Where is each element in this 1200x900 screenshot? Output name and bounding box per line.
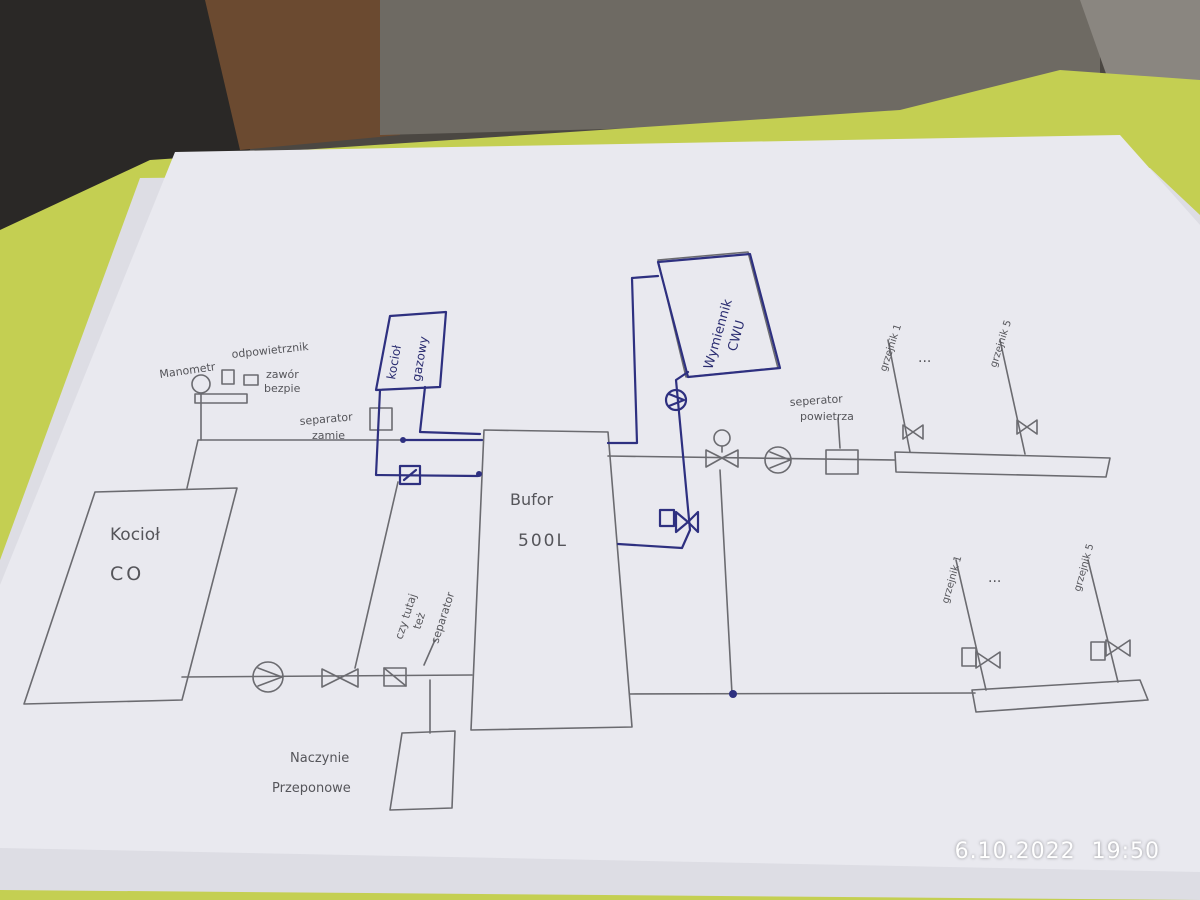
label-dots-bottom: ... <box>988 570 1001 586</box>
dhw-pump-icon <box>664 388 688 412</box>
expansion-vessel <box>389 730 456 811</box>
dhw-valve-icon <box>686 510 700 534</box>
main-supply-pipe <box>607 455 896 461</box>
pump-icon <box>764 446 792 474</box>
pointer-arrow <box>423 639 436 666</box>
pump-arrow <box>769 451 791 469</box>
dhw-return-pipe <box>616 370 692 550</box>
pump-arrow <box>257 667 283 687</box>
actuator-icon <box>1090 641 1106 661</box>
label-separator-1: separator <box>299 410 353 428</box>
bypass-line <box>354 481 399 669</box>
pointer-arrow <box>837 417 841 449</box>
dhw-valve-icon <box>674 510 690 534</box>
check-valve-icon <box>398 464 422 486</box>
boiler-box <box>23 487 238 705</box>
radiator-pipe-5-lower <box>1087 559 1119 683</box>
radiator-pipe-1-lower <box>955 559 987 691</box>
dhw-exchanger-box <box>656 252 782 379</box>
valve-icon <box>321 668 341 688</box>
label-note-2: też <box>410 611 428 631</box>
valve-icon <box>339 668 359 688</box>
label-vessel-2: Przeponowe <box>272 781 351 796</box>
dhw-actuator-icon <box>658 508 676 528</box>
dark-fabric <box>0 0 260 230</box>
manifold-bar <box>194 393 248 404</box>
dhw-pump-arrow <box>667 392 686 408</box>
actuator-icon <box>961 647 977 667</box>
wall-right <box>1080 0 1200 85</box>
label-buffer-2: 500L <box>518 531 568 551</box>
label-boiler-1: Kocioł <box>110 525 160 545</box>
junction-dot <box>476 471 482 477</box>
valve-icon <box>1105 639 1119 657</box>
junction-dot <box>729 690 737 698</box>
gas-boiler-return <box>374 388 480 478</box>
air-separator-box <box>825 449 859 475</box>
radiator-pipe-1 <box>887 339 911 453</box>
label-dots-top: ... <box>918 350 931 366</box>
lower-manifold <box>971 679 1149 713</box>
label-zawor-2: bezpie <box>264 382 301 395</box>
label-vessel-1: Naczynie <box>290 751 349 766</box>
ink-lines <box>374 252 782 698</box>
boiler-supply-pipe <box>186 439 404 489</box>
mixing-valve-riser <box>719 469 733 695</box>
pencil-lines <box>23 251 1149 811</box>
timestamp-date: 6.10.2022 <box>954 839 1076 864</box>
wooden-surface <box>205 0 400 150</box>
label-zawor-1: zawór <box>266 368 299 381</box>
pump-icon <box>252 661 284 693</box>
main-return-pipe <box>629 692 976 695</box>
mixing-valve-icon <box>721 449 739 468</box>
mixing-valve-icon <box>705 449 723 468</box>
filter-icon <box>383 667 407 687</box>
label-air-separator-2: powietrza <box>800 410 854 423</box>
separator-box <box>369 407 393 431</box>
upper-manifold <box>894 451 1111 478</box>
safety-valve-icon <box>243 374 259 386</box>
buffer-tank <box>470 429 633 731</box>
dhw-supply-pipe <box>606 274 660 445</box>
air-vent-icon <box>221 369 235 385</box>
gas-boiler-box <box>374 310 448 392</box>
valve-icon <box>912 424 924 440</box>
timestamp-time: 19:50 <box>1091 839 1160 864</box>
valve-icon <box>1016 419 1028 435</box>
wall <box>380 0 1100 135</box>
check-valve-mark <box>402 468 418 482</box>
valve-icon <box>1026 419 1038 435</box>
valve-icon <box>902 424 914 440</box>
photo-timestamp: 6.10.2022 19:50 <box>955 839 1160 864</box>
valve-icon <box>987 651 1001 669</box>
radiator-pipe-5 <box>999 339 1026 455</box>
label-separator-2: zamie <box>312 429 345 442</box>
label-gas-boiler-1: kocioł <box>384 343 404 380</box>
junction-dot <box>400 437 406 443</box>
filter-slash <box>383 667 407 687</box>
boiler-return-pipe <box>181 674 473 678</box>
gas-boiler-supply <box>418 385 482 436</box>
label-buffer-1: Bufor <box>510 490 554 509</box>
label-air-separator-1: seperator <box>789 392 843 409</box>
label-boiler-2: CO <box>110 563 144 585</box>
valve-icon <box>1117 639 1131 657</box>
paper-sheet <box>0 135 1200 872</box>
